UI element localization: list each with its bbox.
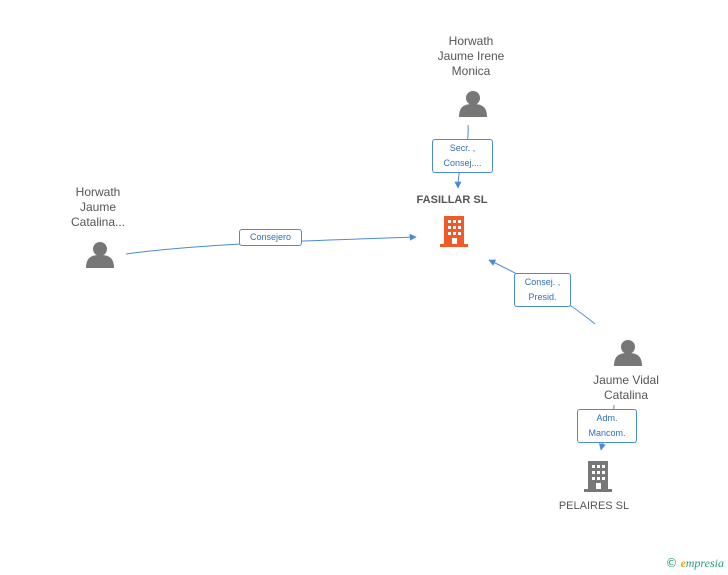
- person-icon-right[interactable]: [614, 340, 642, 366]
- edge-label-top-to-main[interactable]: Secr. , Consej....: [432, 139, 493, 173]
- company-building-icon-other[interactable]: [584, 461, 612, 492]
- person-label-right[interactable]: Jaume Vidal Catalina: [593, 373, 659, 402]
- company-label-main[interactable]: FASILLAR SL: [416, 194, 488, 206]
- person-icon-left[interactable]: [86, 242, 114, 268]
- edge-label-right-to-main[interactable]: Consej. , Presid.: [514, 273, 571, 307]
- empresia-watermark: ©empresia: [665, 556, 724, 571]
- person-label-top[interactable]: Horwath Jaume Irene Monica: [437, 34, 505, 78]
- brand-name: mpresia: [685, 556, 724, 570]
- company-building-icon-main[interactable]: [440, 216, 468, 247]
- person-label-left[interactable]: Horwath Jaume Catalina...: [70, 185, 126, 229]
- edge-label-left-to-main[interactable]: Consejero: [239, 229, 302, 246]
- copyright-symbol: ©: [665, 556, 678, 570]
- person-icon-top[interactable]: [459, 91, 487, 117]
- company-label-other[interactable]: PELAIRES SL: [558, 500, 630, 512]
- brand-letter-e: e: [680, 556, 686, 570]
- edge-label-right-to-other[interactable]: Adm. Mancom.: [577, 409, 637, 443]
